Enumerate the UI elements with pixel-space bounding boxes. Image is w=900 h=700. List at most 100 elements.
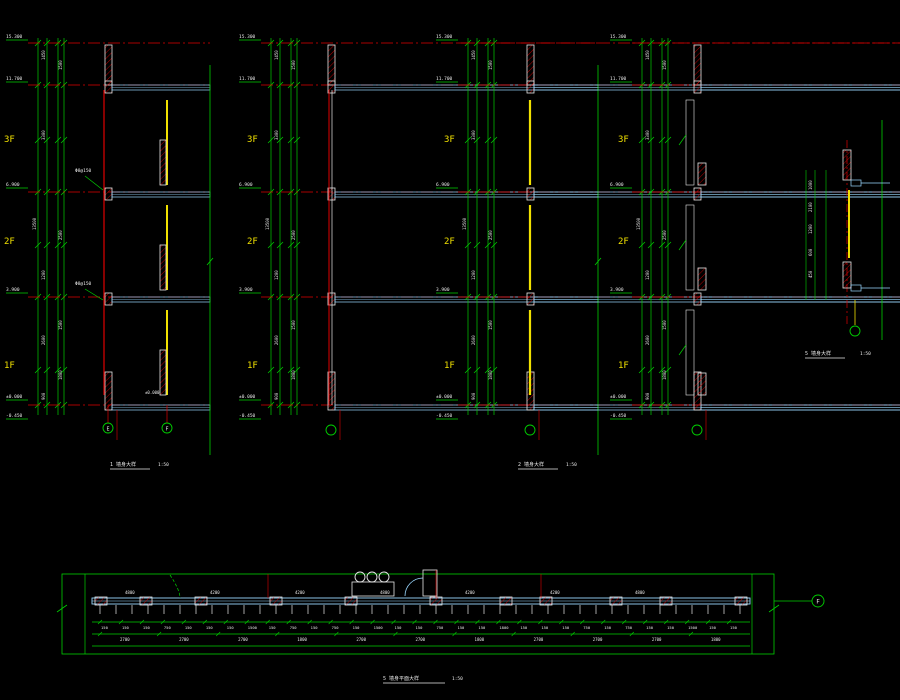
break-mark [594,257,602,266]
plan-dimension-text: 150 [478,625,486,630]
dimension-tick [658,366,666,374]
plan-dimension-text: 2700 [238,637,248,642]
dimension-tick [538,619,543,625]
plan-dimension-text: 4200 [295,590,305,595]
wall-lintel [693,292,702,306]
wall-section-4: 1450150033002500120015002600180090013500… [610,34,900,440]
dimension-text: 1200 [41,270,46,280]
dimension-tick [490,366,498,374]
dimension-tick [647,136,655,144]
dimension-tick [647,401,655,409]
plan-dimension-text: 150 [604,625,612,630]
dimension-tick [705,619,711,625]
inner-wall [159,139,167,186]
dimension-tick [473,401,481,409]
dimension-tick [496,619,501,625]
slab-segment [850,179,862,187]
wall-section-2: 1450150033002500120015002600180090013500… [239,34,602,470]
dimension-tick [647,188,655,196]
dimension-tick [223,619,229,625]
dimension-tick [663,619,669,625]
dimension-tick [202,619,208,625]
dimension-tick [473,81,481,89]
plan-pier [609,596,623,606]
plan-title: 5 墙身平面大样 [383,675,419,682]
plan-dimension-text: 4800 [635,590,645,595]
plan-dimension-text: 4200 [465,590,475,595]
plan-dimension-text: 150 [227,625,235,630]
dimension-tick [601,619,606,625]
dimension-tick [287,366,295,374]
break-mark [768,604,780,613]
dimension-tick [54,241,62,249]
dimension-tick [464,366,472,374]
plan-dimension-text: 1800 [297,637,307,642]
plan-dimension-text: 4200 [550,590,560,595]
dimension-tick [473,39,481,47]
floor-label-2f: 2F [247,237,258,247]
dimension-text: 1500 [291,320,296,330]
elevation-label: 6.900 [6,182,20,188]
dimension-tick [412,619,417,625]
dimension-tick [511,631,516,637]
dimension-text: 600 [808,248,813,256]
total-dimension-text: 13500 [462,217,467,230]
plan-boundary [61,573,775,655]
dimension-tick [473,241,481,249]
dimension-tick [97,631,103,637]
plan-dimension-text: 150 [646,625,654,630]
dimension-text: 1500 [488,320,493,330]
dimension-tick [638,366,646,374]
axis-bubble [325,424,337,436]
wall-lintel [104,292,113,306]
plan-dimension-text: 150 [185,625,193,630]
elevation-label: 3.900 [6,287,20,293]
plan-dimension-text: 150 [562,625,570,630]
plan-dimension-text: 2700 [415,637,425,642]
floor-label-2f: 2F [444,237,455,247]
sofa-cushion [354,571,366,583]
inner-wall [159,244,167,291]
dimension-tick [43,241,51,249]
elevation-label: 15.300 [436,34,453,40]
dimension-text: 2500 [291,230,296,240]
elevation-label: 11.700 [239,76,256,82]
dimension-tick [181,619,187,625]
base-wall [327,371,336,411]
section-title: 2 墙身大样 [518,461,544,468]
dimension-tick [370,619,375,625]
dimension-tick [244,619,249,625]
dimension-tick [34,136,42,144]
dimension-text: 3300 [471,130,476,140]
parapet-wall [693,44,702,86]
dimension-tick [287,241,295,249]
dimension-tick [156,631,162,637]
floor-label-3f: 3F [444,135,455,145]
dimension-tick [276,241,284,249]
dimension-text: 1200 [645,270,650,280]
dimension-tick [473,366,481,374]
dimension-tick [43,39,51,47]
plan-pier [429,596,443,606]
dimension-tick [570,631,575,637]
dimension-text: 2600 [471,335,476,345]
plan-pier [659,596,673,606]
dimension-text: 1500 [662,60,667,70]
dimension-tick [664,366,672,374]
dimension-tick [454,619,459,625]
plan-dimension-text: 150 [520,625,528,630]
plan-dimension-text: 150 [206,625,214,630]
elevation-label: 6.900 [239,182,253,188]
dimension-tick [97,619,103,625]
dimension-text: 2500 [488,230,493,240]
plan-dimension-text: 750 [436,625,444,630]
inner-wall [697,267,707,291]
wall-lintel [693,187,702,201]
dimension-text: 3300 [41,130,46,140]
callout-leader [84,175,104,191]
dimension-tick [286,619,291,625]
wall-segment [842,149,852,181]
